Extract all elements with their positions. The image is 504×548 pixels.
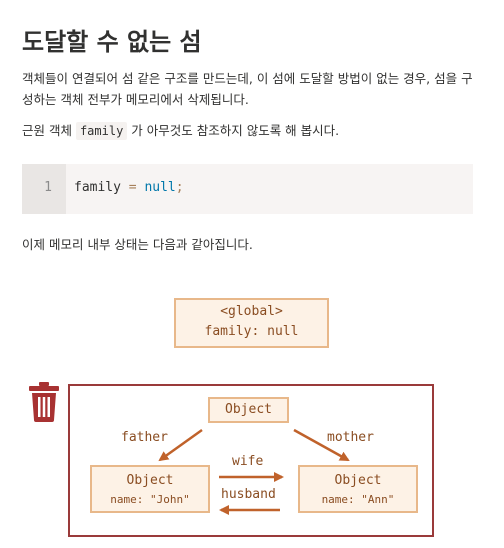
page-title: 도달할 수 없는 섬 [22, 28, 202, 56]
family-object-box: Object [208, 397, 289, 423]
code-semicolon: ; [175, 180, 184, 195]
code-keyword: null [144, 180, 176, 195]
husband-label: husband [221, 487, 276, 502]
trash-icon [28, 382, 60, 422]
code-line: family = null; [74, 180, 184, 195]
instruction-text-after: 가 아무것도 참조하지 않도록 해 봅시다. [127, 123, 340, 138]
john-object-box: Object name: "John" [90, 465, 210, 513]
global-title: <global> [220, 304, 283, 319]
code-gutter: 1 [22, 164, 66, 214]
ann-name: name: "Ann" [321, 493, 395, 506]
father-label: father [121, 430, 168, 445]
global-field: family: null [204, 324, 299, 339]
wife-label: wife [232, 454, 264, 469]
global-object-box: <global> family: null [174, 298, 329, 348]
code-operator: = [128, 180, 137, 195]
code-identifier: family [74, 180, 121, 195]
ann-object-box: Object name: "Ann" [298, 465, 418, 513]
john-name: name: "John" [110, 493, 190, 506]
instruction-paragraph: 근원 객체 family 가 아무것도 참조하지 않도록 해 봅시다. [22, 120, 339, 142]
instruction-text-before: 근원 객체 [22, 123, 76, 138]
code-block: 1 family = null; [22, 164, 473, 214]
ann-title: Object [334, 473, 382, 488]
line-number: 1 [44, 180, 52, 195]
john-title: Object [126, 473, 174, 488]
mother-label: mother [327, 430, 374, 445]
inline-code-family: family [75, 122, 128, 140]
intro-paragraph: 객체들이 연결되어 섬 같은 구조를 만드는데, 이 섬에 도달할 방법이 없는… [22, 71, 473, 107]
state-paragraph: 이제 메모리 내부 상태는 다음과 같아집니다. [22, 237, 253, 252]
unreachable-island [68, 384, 434, 537]
